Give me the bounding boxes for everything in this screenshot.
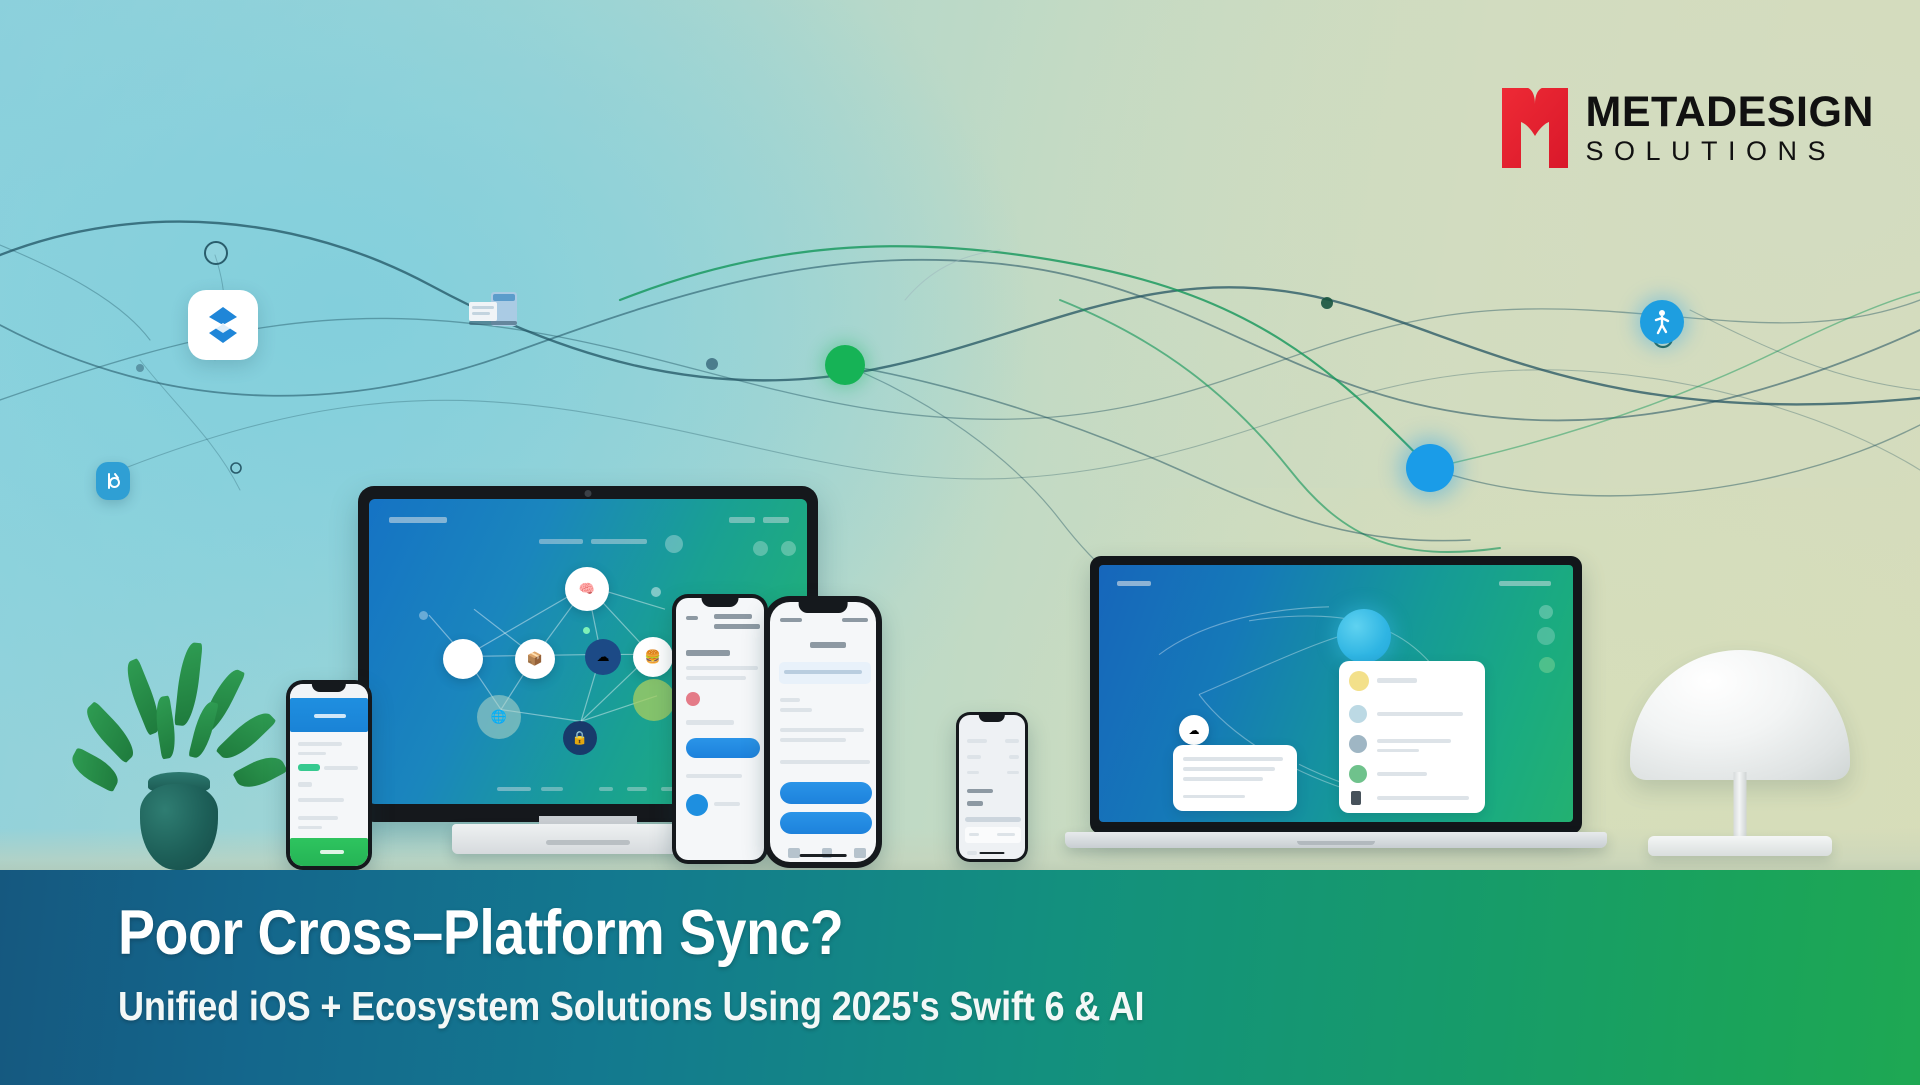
banner-text-block: Poor Cross–Platform Sync? Unified iOS + … xyxy=(118,902,1284,1028)
graph-node-cloud: ☁ xyxy=(585,639,621,675)
device-card-glyph-icon xyxy=(469,292,517,326)
phone-left-screen[interactable] xyxy=(290,684,368,866)
graph-node-hub: 🧠 xyxy=(565,567,609,611)
phone-center-back[interactable] xyxy=(672,594,768,864)
laptop-graph-edges xyxy=(1158,606,1480,811)
graph-node-lock: 🔒 xyxy=(563,721,597,755)
phone-left[interactable] xyxy=(286,680,372,870)
potted-plant xyxy=(66,638,288,870)
laptop-graph-hub xyxy=(1337,609,1391,663)
phone-small[interactable] xyxy=(956,712,1028,862)
phone-center-back-screen[interactable] xyxy=(676,598,764,860)
phone-small-screen[interactable] xyxy=(959,715,1025,859)
metadesign-m-mark xyxy=(1501,88,1568,168)
accessibility-icon[interactable] xyxy=(1640,300,1684,344)
lamp-stem xyxy=(1733,772,1747,844)
laptop-screen[interactable]: ☁ xyxy=(1099,565,1573,822)
brand-logo-text: METADESIGN SOLUTIONS xyxy=(1586,88,1875,169)
app-tile-glyph-icon xyxy=(108,473,120,489)
desk-lamp xyxy=(1622,640,1858,872)
brand-logo[interactable]: METADESIGN SOLUTIONS xyxy=(1501,88,1875,169)
laptop-deck xyxy=(1065,832,1607,848)
device-card-icon[interactable] xyxy=(465,288,523,330)
brand-name: METADESIGN xyxy=(1585,88,1874,136)
sync-glyph-icon xyxy=(209,307,237,343)
lamp-base xyxy=(1648,836,1832,856)
banner-headline: Poor Cross–Platform Sync? xyxy=(118,898,844,968)
m-mark-icon xyxy=(1501,88,1568,168)
app-tile-icon[interactable] xyxy=(96,462,130,500)
laptop-node-cloud: ☁ xyxy=(1179,715,1209,745)
node-green-hub xyxy=(825,345,865,385)
phone-center-front-screen[interactable] xyxy=(770,602,876,862)
graph-node-leaf xyxy=(633,679,675,721)
laptop[interactable]: ☁ xyxy=(1065,556,1607,864)
monitor-camera-icon xyxy=(584,490,592,497)
walking-person-glyph-icon xyxy=(1654,310,1670,335)
graph-node-c: 🍔 xyxy=(633,637,673,677)
laptop-card-right xyxy=(1339,661,1485,813)
laptop-trackpad-notch xyxy=(1297,841,1375,845)
bottom-banner: Poor Cross–Platform Sync? Unified iOS + … xyxy=(0,870,1920,1085)
brand-tagline: SOLUTIONS xyxy=(1585,135,1837,166)
laptop-card-left xyxy=(1173,745,1297,811)
graph-node-a xyxy=(443,639,483,679)
node-blue-hub xyxy=(1406,444,1454,492)
graph-node-b: 📦 xyxy=(515,639,555,679)
graph-node-globe: 🌐 xyxy=(477,695,521,739)
phone-center-front[interactable] xyxy=(764,596,882,868)
sync-badge-icon[interactable] xyxy=(188,290,258,360)
banner-subheadline: Unified iOS + Ecosystem Solutions Using … xyxy=(118,983,1145,1029)
laptop-lid: ☁ xyxy=(1090,556,1582,834)
lamp-dome xyxy=(1630,650,1850,780)
